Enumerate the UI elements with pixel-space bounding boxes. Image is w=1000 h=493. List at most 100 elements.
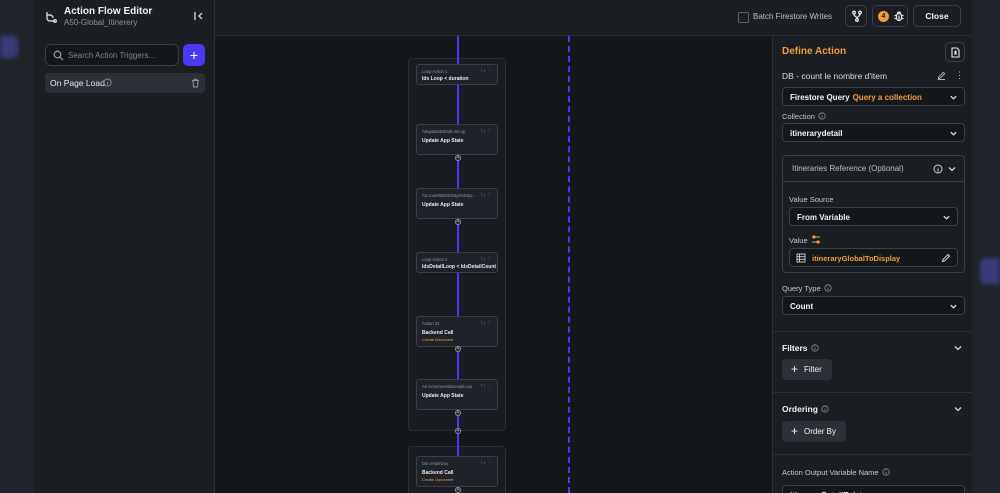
search-input[interactable] (68, 48, 176, 63)
node-label: A5updateDetails set up (422, 129, 466, 134)
collapse-panel-icon[interactable] (193, 10, 205, 22)
node-controls[interactable]: ↑↓⋮ (480, 128, 493, 134)
node-label: Loop Action 1 (422, 69, 448, 74)
variable-settings-icon[interactable] (811, 235, 821, 244)
add-action-dot[interactable]: + (455, 410, 461, 416)
add-order-by-button[interactable]: + Order By (782, 421, 847, 442)
collection-select[interactable]: itinerarydetail (782, 123, 965, 142)
flow-node-update-app-state[interactable]: A5updateDetails set up ↑↓⋮ Update App St… (416, 124, 498, 155)
node-controls[interactable]: ↑↓⋮ (480, 256, 493, 262)
info-icon[interactable] (821, 405, 829, 413)
search-icon (53, 50, 64, 61)
batch-label: Batch Firestore Writes (753, 12, 832, 21)
node-name: IdxDetailLoop < IdxDetailCount (422, 264, 497, 270)
chevron-down-icon[interactable] (953, 343, 963, 353)
flow-canvas[interactable]: Loop Action 1 ↑↓⋮ Idx Loop < duration A5… (215, 36, 772, 493)
define-action-panel: Define Action DB - count le nombre d'ite… (772, 36, 972, 493)
plus-icon: + (791, 362, 799, 376)
add-filter-button[interactable]: +Filter (782, 359, 832, 380)
add-action-dot[interactable]: + (455, 219, 461, 225)
node-controls[interactable]: ↑↓⋮ (480, 460, 493, 466)
value-source-label: Value Source (789, 195, 834, 204)
add-action-dot[interactable]: + (455, 428, 461, 434)
editor-topbar: Batch Firestore Writes 4 Close (215, 0, 972, 36)
backdrop-glow (980, 258, 1000, 284)
flow-node-backend-call[interactable]: DB createDay ↑↓⋮ Backend Call Create Doc… (416, 456, 498, 487)
info-icon[interactable] (933, 164, 943, 174)
query-type-value: Count (790, 302, 814, 311)
query-type-label: Query Type (782, 284, 832, 293)
chevron-down-icon (950, 131, 957, 136)
trash-icon[interactable] (191, 78, 200, 88)
info-icon[interactable] (881, 468, 890, 476)
chevron-down-icon[interactable] (947, 164, 957, 174)
add-action-dot[interactable]: + (455, 487, 461, 493)
add-action-dot[interactable]: + (455, 155, 461, 161)
value-field[interactable]: itineraryGlobalToDisplay (789, 248, 958, 267)
node-name: Backend Call (422, 470, 454, 476)
trigger-item-on-page-load[interactable]: On Page Load (45, 73, 205, 93)
search-triggers-field[interactable] (45, 44, 179, 66)
close-button[interactable]: Close (913, 5, 961, 27)
ordering-header: Ordering (782, 404, 829, 414)
node-controls[interactable]: ↑↓⋮ (480, 320, 493, 326)
section-divider (773, 331, 972, 332)
output-variable-input[interactable]: itineraryDetailExist (782, 485, 965, 493)
branch-button[interactable] (845, 5, 867, 27)
chevron-down-icon (943, 215, 950, 220)
edit-pencil-icon[interactable] (941, 253, 951, 263)
add-action-dot[interactable]: + (455, 346, 461, 352)
reference-header[interactable]: Itineraries Reference (Optional) (783, 156, 964, 182)
filters-label: Filters (782, 343, 808, 353)
node-subtitle: Create Document (422, 337, 454, 342)
value-label-text: Value (789, 236, 808, 245)
info-icon[interactable] (103, 78, 112, 87)
node-controls[interactable]: ↑↓⋮ (480, 192, 493, 198)
query-type-select[interactable]: Count (782, 296, 965, 315)
backend-main: Firestore Query (790, 93, 850, 102)
value-label: Value (789, 235, 821, 245)
node-controls[interactable]: ↑↓⋮ (480, 383, 493, 389)
debug-button[interactable]: 4 (872, 5, 908, 27)
filters-header: Filters (782, 343, 819, 353)
more-options-icon[interactable]: ⋮ (955, 70, 964, 80)
document-icon (951, 47, 960, 58)
node-label: DB createDay (422, 461, 449, 466)
backdrop-glow (0, 36, 18, 58)
flow-node-loop-1[interactable]: Loop Action 1 ↑↓⋮ Idx Loop < duration (416, 64, 498, 85)
page-title: Action Flow Editor (64, 6, 153, 17)
action-flow-editor-modal: Action Flow Editor A50-Global_Itinerery … (35, 0, 972, 493)
section-divider (773, 392, 972, 393)
git-branch-icon (852, 10, 862, 22)
node-name: Update App State (422, 202, 464, 208)
chevron-down-icon[interactable] (953, 404, 963, 414)
edit-pencil-icon[interactable] (937, 71, 946, 80)
flow-node-update-app-state[interactable]: A5 incrementIdxDetailLoop ↑↓⋮ Update App… (416, 379, 498, 410)
node-name: Backend Call (422, 330, 454, 336)
page-subtitle: A50-Global_Itinerery (64, 18, 138, 27)
node-controls[interactable]: ↑↓⋮ (480, 68, 493, 74)
info-icon[interactable] (824, 284, 832, 292)
add-trigger-button[interactable]: + (183, 44, 205, 66)
action-name: DB - count le nombre d'item (782, 71, 888, 81)
collection-label-text: Collection (782, 112, 815, 121)
node-label: A3 countNbrItinDaysInDayt... (422, 193, 476, 198)
node-name: Update App State (422, 138, 464, 144)
info-icon[interactable] (818, 112, 826, 120)
output-variable-label: Action Output Variable Name (782, 468, 890, 477)
triggers-panel: Action Flow Editor A50-Global_Itinerery … (35, 0, 215, 493)
action-docs-button[interactable] (945, 42, 965, 62)
value-source-select[interactable]: From Variable (789, 207, 958, 226)
order-by-label: Order By (804, 427, 837, 436)
value-source-value: From Variable (797, 213, 850, 222)
flow-node-backend-call[interactable]: Action 34 ↑↓⋮ Backend Call Create Docume… (416, 316, 498, 347)
node-subtitle: Create Document (422, 477, 454, 482)
info-icon[interactable] (810, 344, 819, 352)
flow-node-update-app-state[interactable]: A3 countNbrItinDaysInDayt... ↑↓⋮ Update … (416, 188, 498, 219)
plus-icon: + (791, 424, 799, 438)
flow-node-loop-2[interactable]: Loop Action 2 ↑↓⋮ IdxDetailLoop < IdxDet… (416, 252, 498, 273)
batch-checkbox[interactable] (738, 12, 749, 23)
node-label: Loop Action 2 (422, 257, 448, 262)
